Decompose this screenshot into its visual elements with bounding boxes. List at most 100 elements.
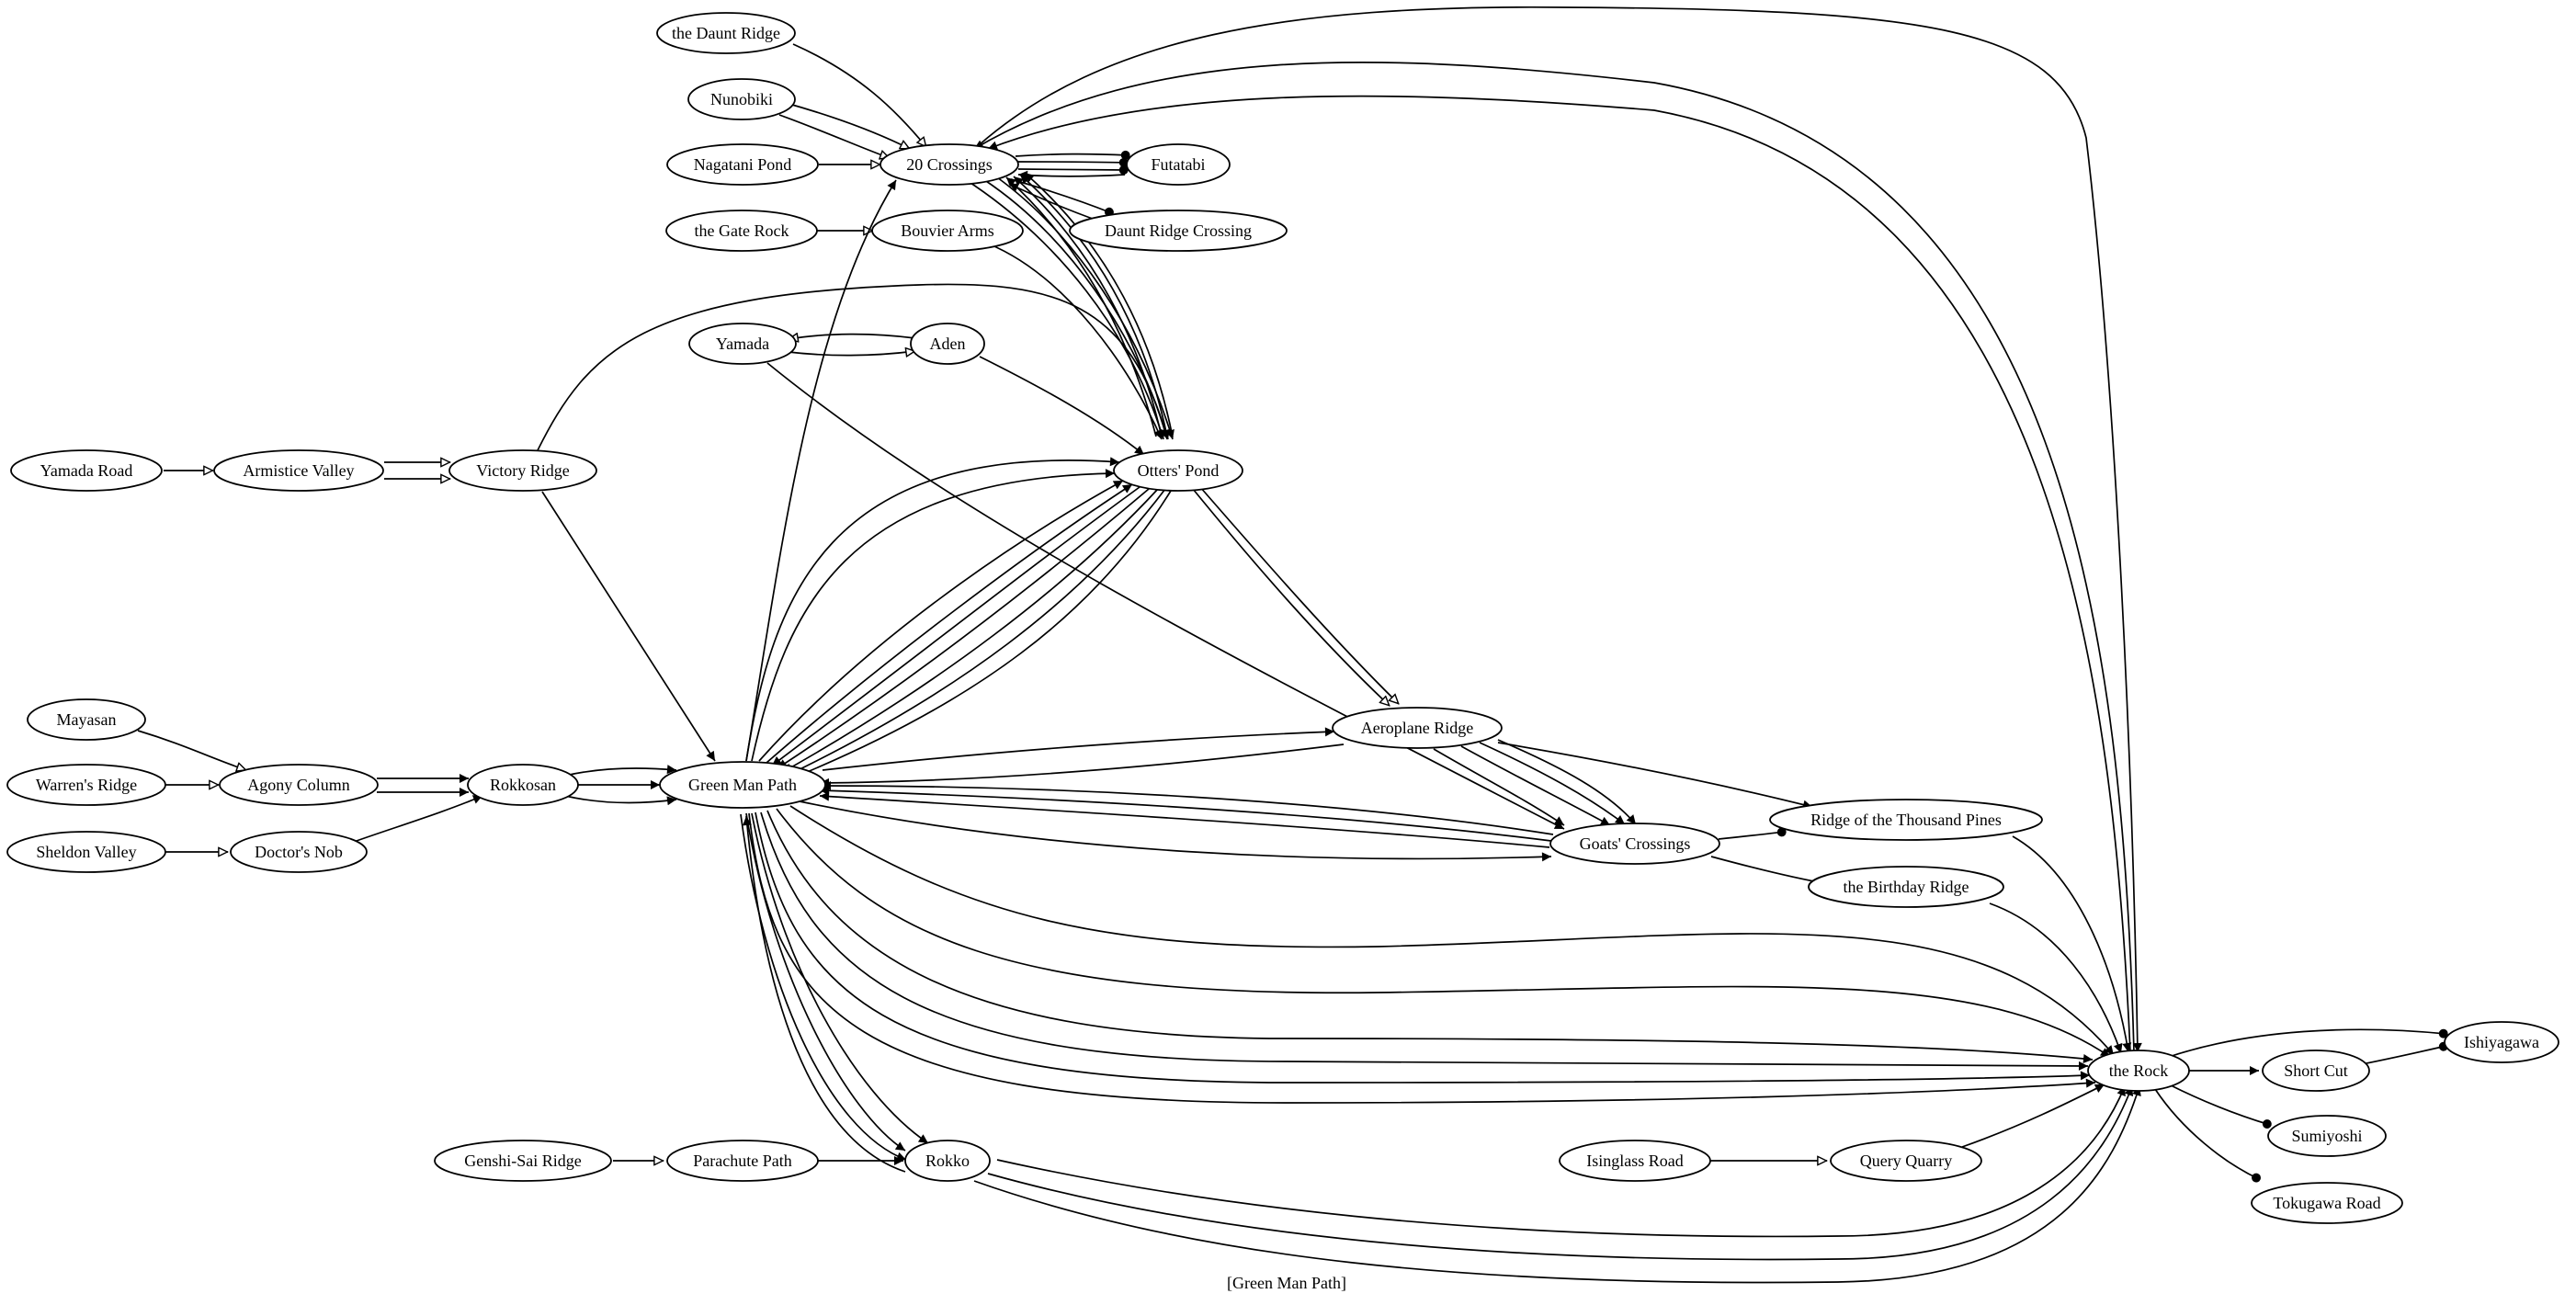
- svg-text:Sheldon Valley: Sheldon Valley: [36, 843, 136, 861]
- node-tokugawa-road[interactable]: Tokugawa Road: [2251, 1182, 2403, 1224]
- node-20-crossings[interactable]: 20 Crossings: [879, 143, 1019, 186]
- graph-caption: [Green Man Path]: [1227, 1274, 1346, 1292]
- node-rokko[interactable]: Rokko: [904, 1140, 991, 1182]
- edge-birthday-to-rock: [1989, 902, 2123, 1054]
- edge-green-man-to-rock-1: [789, 805, 2115, 1056]
- edge-aeroplane-to-green-man: [819, 743, 1345, 788]
- edge-goats-to-green-man-3: [819, 791, 1550, 848]
- svg-text:Victory Ridge: Victory Ridge: [476, 461, 569, 480]
- svg-text:Nagatani Pond: Nagatani Pond: [694, 155, 791, 174]
- edge-rock-to-ishiyagawa: [2168, 1028, 2448, 1058]
- node-daunt-ridge[interactable]: the Daunt Ridge: [656, 12, 796, 54]
- svg-text:Green Man Path: Green Man Path: [688, 776, 797, 794]
- edge-20-crossings-to-futatabi-2: [1017, 157, 1129, 167]
- svg-text:Agony Column: Agony Column: [247, 776, 350, 794]
- node-bouvier-arms[interactable]: Bouvier Arms: [871, 210, 1024, 252]
- node-rokkosan[interactable]: Rokkosan: [467, 764, 579, 806]
- node-gate-rock[interactable]: the Gate Rock: [665, 210, 818, 252]
- node-goats-crossings[interactable]: Goats' Crossings: [1549, 823, 1720, 865]
- node-warrens-ridge[interactable]: Warren's Ridge: [6, 764, 166, 806]
- edge-aden-to-otters: [979, 356, 1145, 456]
- edge-yamada-to-goats: [766, 362, 1565, 830]
- svg-text:Mayasan: Mayasan: [57, 710, 117, 729]
- edge-otters-to-green-man-3: [782, 488, 1159, 773]
- edge-short-cut-to-ishiyagawa: [2361, 1041, 2448, 1065]
- node-genshi-sai-ridge[interactable]: Genshi-Sai Ridge: [434, 1140, 612, 1182]
- edge-otters-to-green-man-5: [793, 490, 1172, 778]
- edge-aeroplane-to-goats-3: [1479, 742, 1626, 825]
- svg-text:the Daunt Ridge: the Daunt Ridge: [672, 24, 780, 42]
- edge-green-man-to-rokko-1: [751, 812, 929, 1144]
- edge-goats-to-thousand-pines: [1718, 827, 1787, 840]
- node-yamada[interactable]: Yamada: [688, 323, 797, 365]
- node-query-quarry[interactable]: Query Quarry: [1830, 1140, 1982, 1182]
- edge-rock-to-20-crossings-1: [973, 62, 2135, 1053]
- edge-green-man-to-otters-2: [751, 469, 1116, 762]
- edge-futatabi-to-20-crossings: [1017, 170, 1126, 180]
- node-sumiyoshi[interactable]: Sumiyoshi: [2267, 1115, 2387, 1157]
- node-short-cut[interactable]: Short Cut: [2262, 1050, 2370, 1092]
- edge-nunobiki-to-20-crossings-b: [778, 114, 890, 158]
- node-ishiyagawa[interactable]: Ishiyagawa: [2444, 1021, 2559, 1063]
- edge-rock-to-sumiyoshi: [2168, 1084, 2272, 1129]
- node-nagatani-pond[interactable]: Nagatani Pond: [666, 143, 819, 186]
- node-the-rock[interactable]: the Rock: [2087, 1050, 2190, 1092]
- svg-text:Tokugawa Road: Tokugawa Road: [2273, 1194, 2380, 1212]
- node-ridge-thousand-pines[interactable]: Ridge of the Thousand Pines: [1769, 799, 2043, 841]
- svg-text:Goats' Crossings: Goats' Crossings: [1580, 834, 1691, 853]
- edge-rokkosan-to-green-man-3: [564, 795, 677, 806]
- node-birthday-ridge[interactable]: the Birthday Ridge: [1808, 866, 2004, 908]
- node-agony-column[interactable]: Agony Column: [219, 764, 379, 806]
- edge-mayasan-to-agony: [137, 730, 246, 770]
- svg-text:Aeroplane Ridge: Aeroplane Ridge: [1361, 719, 1473, 737]
- svg-text:Otters' Pond: Otters' Pond: [1138, 461, 1220, 480]
- edge-green-man-to-rock-6: [748, 812, 2096, 1104]
- node-armistice-valley[interactable]: Armistice Valley: [213, 449, 384, 492]
- edge-green-man-to-otters-3: [758, 480, 1124, 762]
- node-aeroplane-ridge[interactable]: Aeroplane Ridge: [1332, 707, 1503, 749]
- edge-goats-to-green-man-2: [819, 786, 1552, 842]
- edge-aeroplane-to-goats-1: [1433, 748, 1565, 826]
- edge-aeroplane-to-thousand-pines: [1497, 742, 1813, 810]
- svg-text:Ishiyagawa: Ishiyagawa: [2464, 1033, 2539, 1051]
- edge-goats-to-green-man-1: [821, 781, 1554, 835]
- node-victory-ridge[interactable]: Victory Ridge: [448, 449, 597, 492]
- svg-text:Rokko: Rokko: [925, 1152, 970, 1170]
- edge-goats-to-birthday: [1710, 856, 1830, 888]
- svg-text:Ridge of the Thousand Pines: Ridge of the Thousand Pines: [1810, 811, 2002, 829]
- edge-20-crossings-to-otters-1: [964, 178, 1165, 440]
- edge-otters-to-aeroplane-1: [1192, 488, 1390, 706]
- node-futatabi[interactable]: Futatabi: [1126, 143, 1231, 186]
- node-sheldon-valley[interactable]: Sheldon Valley: [6, 831, 166, 873]
- edge-aden-to-yamada: [789, 335, 916, 339]
- edge-20-crossings-to-futatabi-1: [1015, 150, 1130, 160]
- node-parachute-path[interactable]: Parachute Path: [666, 1140, 819, 1182]
- nodes: the Daunt Ridge Nunobiki Nagatani Pond 2…: [6, 12, 2559, 1224]
- edge-otters-to-green-man-1: [771, 486, 1140, 766]
- edge-daunt-ridge-to-20-crossings: [792, 43, 926, 147]
- node-mayasan[interactable]: Mayasan: [27, 698, 146, 741]
- edge-green-man-to-rokko-2: [745, 812, 906, 1152]
- node-nunobiki[interactable]: Nunobiki: [687, 78, 796, 120]
- edge-thousand-pines-to-rock: [2012, 835, 2132, 1053]
- svg-text:Warren's Ridge: Warren's Ridge: [36, 776, 137, 794]
- edge-green-man-to-rokko-3: [740, 813, 907, 1162]
- node-daunt-ridge-crossing[interactable]: Daunt Ridge Crossing: [1069, 210, 1288, 252]
- svg-text:Isinglass Road: Isinglass Road: [1586, 1152, 1684, 1170]
- edge-otters-to-aeroplane-2: [1199, 486, 1399, 704]
- node-green-man-path[interactable]: Green Man Path: [659, 761, 826, 809]
- node-yamada-road[interactable]: Yamada Road: [10, 449, 163, 492]
- svg-text:Sumiyoshi: Sumiyoshi: [2291, 1127, 2362, 1145]
- edge-otters-to-20-crossings-3: [1019, 174, 1168, 437]
- edge-rokkosan-to-green-man-1: [564, 765, 677, 777]
- svg-text:Parachute Path: Parachute Path: [693, 1152, 791, 1170]
- node-aden[interactable]: Aden: [910, 323, 985, 365]
- node-doctors-nob[interactable]: Doctor's Nob: [230, 831, 368, 873]
- edge-green-man-to-goats: [799, 800, 1552, 862]
- svg-text:the Birthday Ridge: the Birthday Ridge: [1844, 878, 1969, 896]
- node-isinglass-road[interactable]: Isinglass Road: [1559, 1140, 1711, 1182]
- edge-green-man-to-rock-4: [760, 811, 2089, 1071]
- svg-text:Genshi-Sai Ridge: Genshi-Sai Ridge: [464, 1152, 582, 1170]
- node-otters-pond[interactable]: Otters' Pond: [1113, 449, 1243, 492]
